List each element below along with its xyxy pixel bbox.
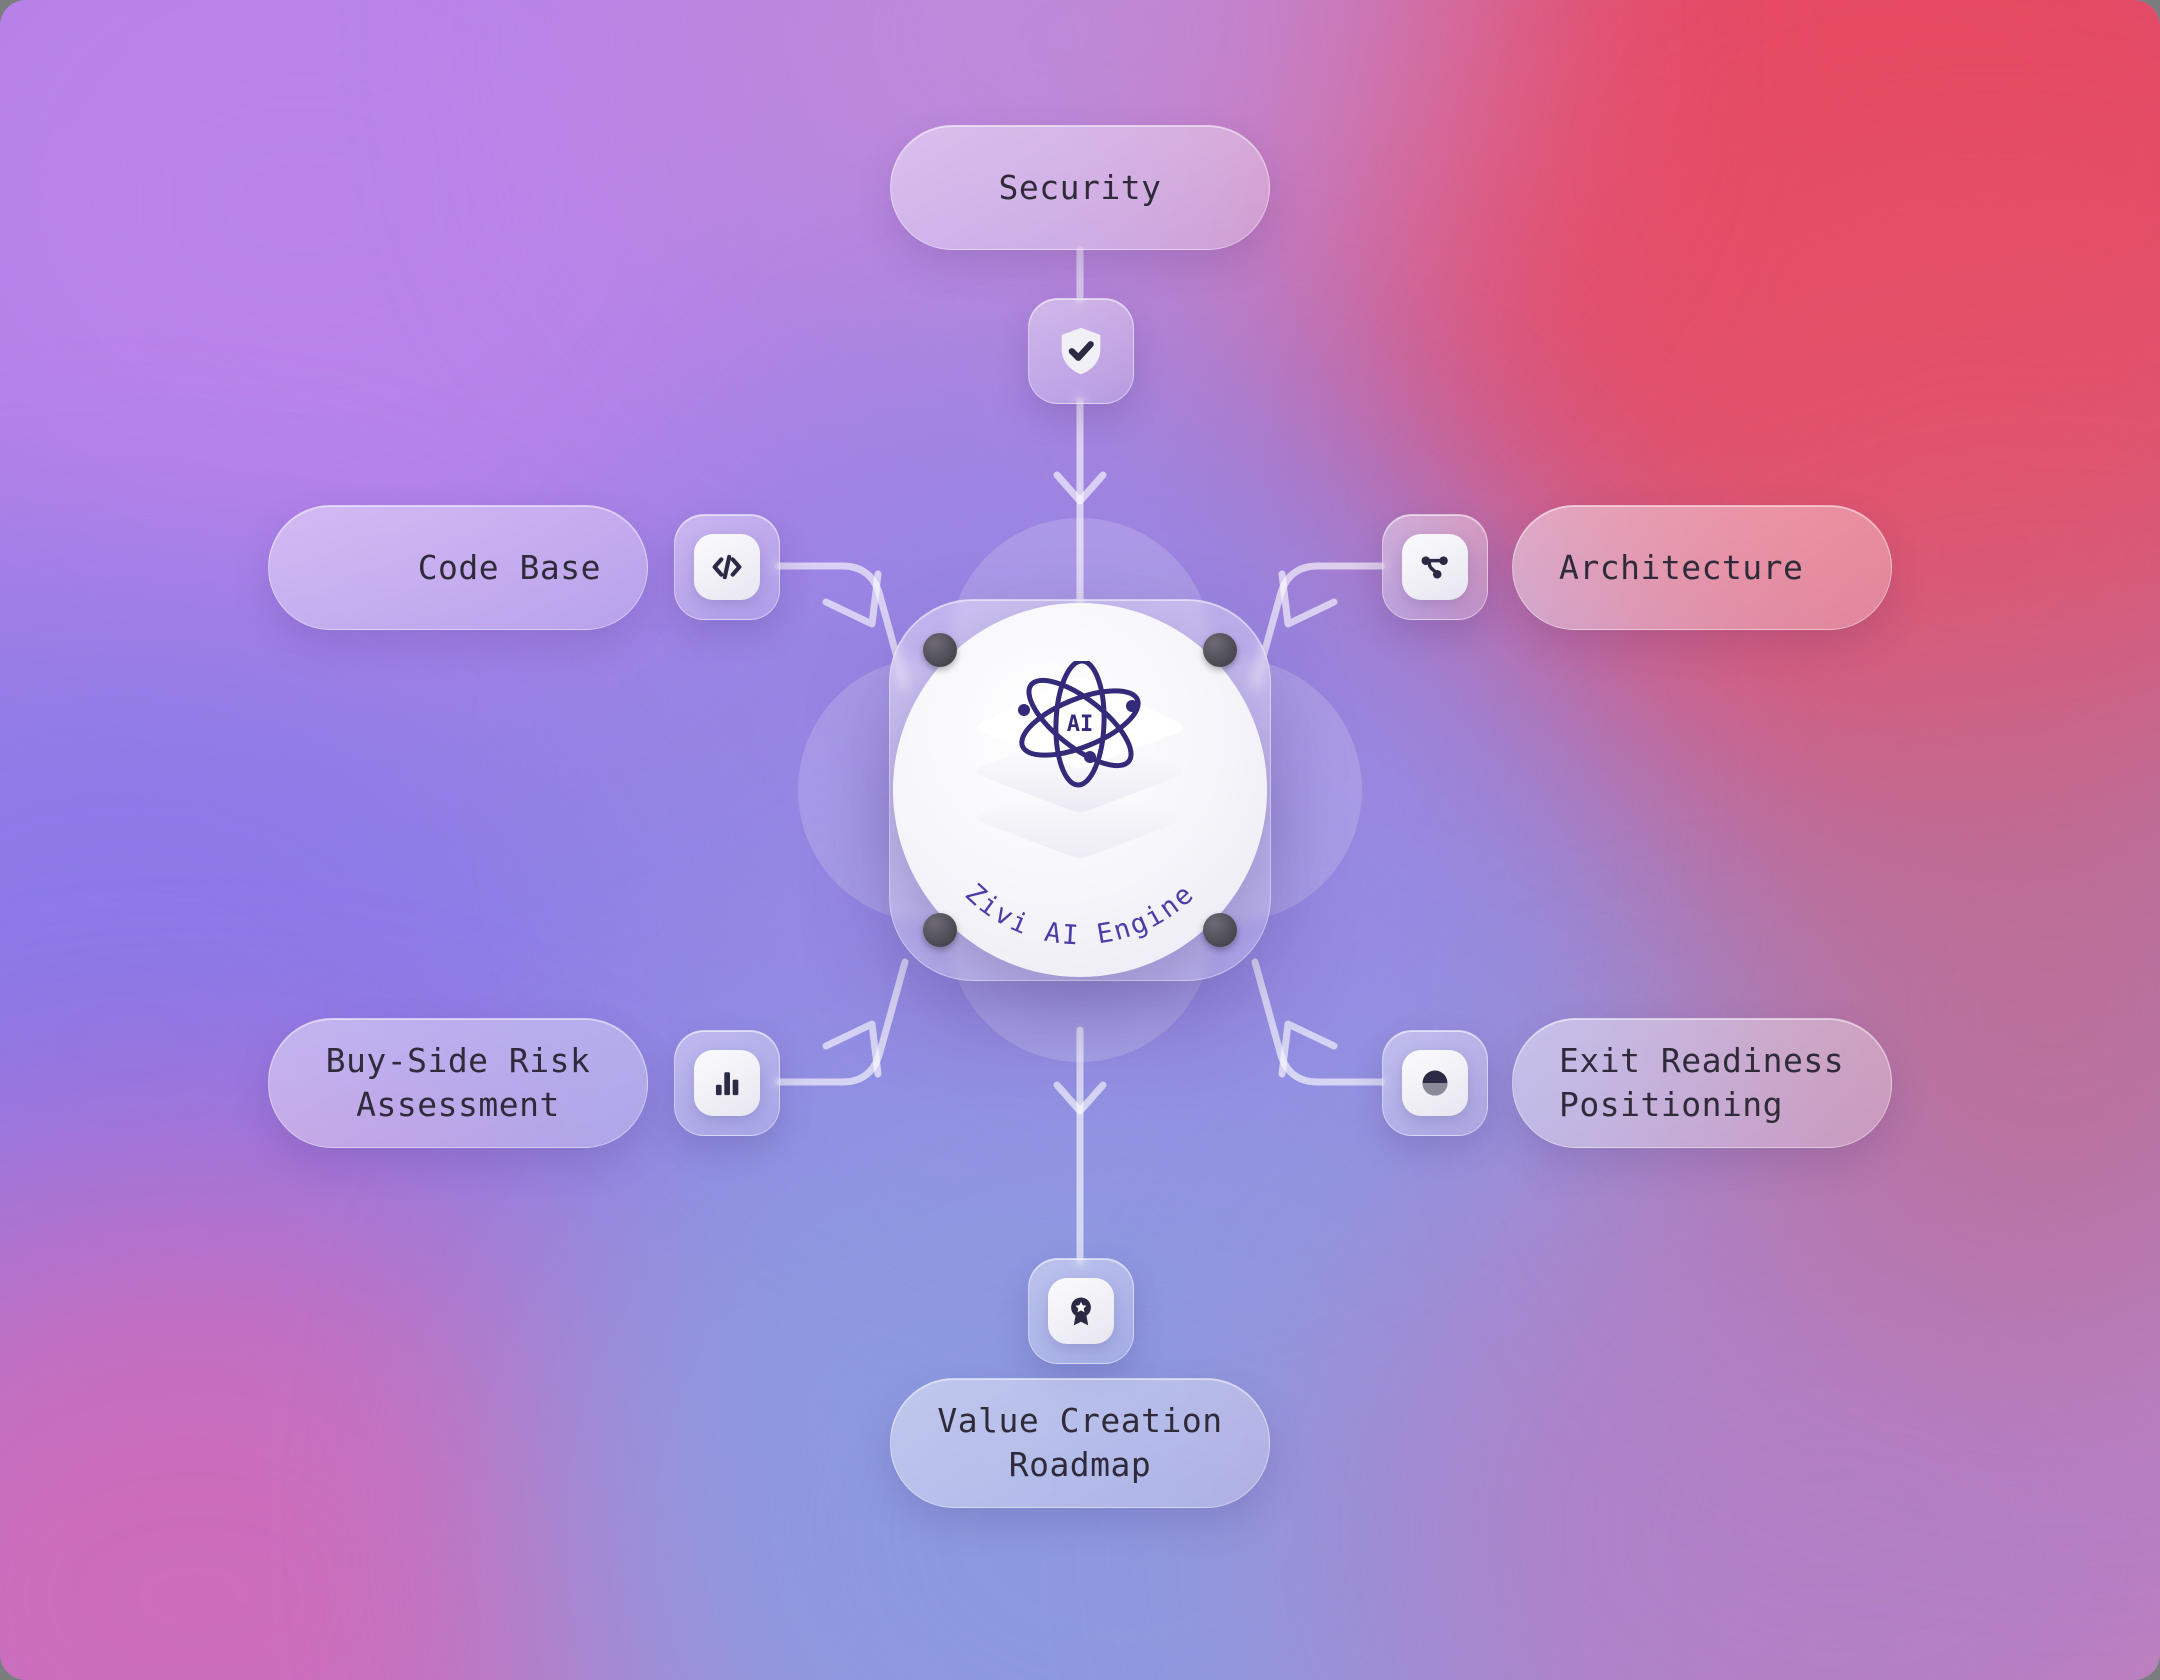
ai-atom-layers-icon: AI (977, 661, 1183, 858)
node-icon-tile-buy-side-risk[interactable] (674, 1030, 780, 1136)
node-label-exit-readiness-line2: Positioning (1559, 1085, 1784, 1124)
arrowhead-security (1053, 471, 1107, 505)
node-pill-security[interactable]: Security (890, 125, 1270, 250)
node-label-value-creation-line1: Value Creation (937, 1401, 1223, 1441)
node-icon-tile-exit-readiness[interactable] (1382, 1030, 1488, 1136)
node-pill-buy-side-risk[interactable]: Buy-Side Risk Assessment (268, 1018, 648, 1148)
award-badge-icon (1048, 1278, 1114, 1344)
wire-code-base (774, 562, 909, 690)
node-icon-tile-code-base[interactable] (674, 514, 780, 620)
arrowhead-code-base (822, 570, 882, 628)
wire-exit-readiness (1251, 958, 1386, 1086)
node-icon-tile-value-creation[interactable] (1028, 1258, 1134, 1364)
node-label-value-creation-line2: Roadmap (1008, 1445, 1152, 1484)
shield-check-icon (1052, 322, 1110, 380)
arrowhead-value-creation (1053, 1081, 1107, 1115)
wire-architecture (1251, 562, 1386, 690)
corner-dot-bottom-right (1203, 913, 1237, 947)
node-label-security: Security (998, 167, 1162, 207)
node-label-buy-side-risk-line1: Buy-Side Risk (325, 1041, 591, 1081)
wire-buy-side-risk (774, 958, 909, 1086)
node-label-architecture: Architecture (1559, 547, 1804, 587)
pie-chart-icon (1402, 1050, 1468, 1116)
node-icon-tile-security[interactable] (1028, 298, 1134, 404)
node-pill-exit-readiness[interactable]: Exit Readiness Positioning (1512, 1018, 1892, 1148)
corner-dot-bottom-left (923, 913, 957, 947)
node-label-exit-readiness-line1: Exit Readiness (1559, 1041, 1845, 1081)
arrowhead-buy-side-risk (822, 1020, 882, 1078)
corner-dot-top-left (923, 633, 957, 667)
node-label-code-base: Code Base (417, 547, 601, 587)
corner-dot-top-right (1203, 633, 1237, 667)
node-label-buy-side-risk-line2: Assessment (356, 1085, 560, 1124)
node-icon-tile-architecture[interactable] (1382, 514, 1488, 620)
node-pill-code-base[interactable]: Code Base (268, 505, 648, 630)
node-pill-architecture[interactable]: Architecture (1512, 505, 1892, 630)
node-pill-value-creation[interactable]: Value Creation Roadmap (890, 1378, 1270, 1508)
arrowhead-exit-readiness (1278, 1020, 1338, 1078)
svg-text:AI: AI (1067, 712, 1094, 737)
git-branch-icon (1402, 534, 1468, 600)
bar-chart-icon (694, 1050, 760, 1116)
center-node[interactable]: AI Zivi AI Engine (798, 518, 1362, 1062)
code-brackets-icon (694, 534, 760, 600)
arrowhead-architecture (1278, 570, 1338, 628)
